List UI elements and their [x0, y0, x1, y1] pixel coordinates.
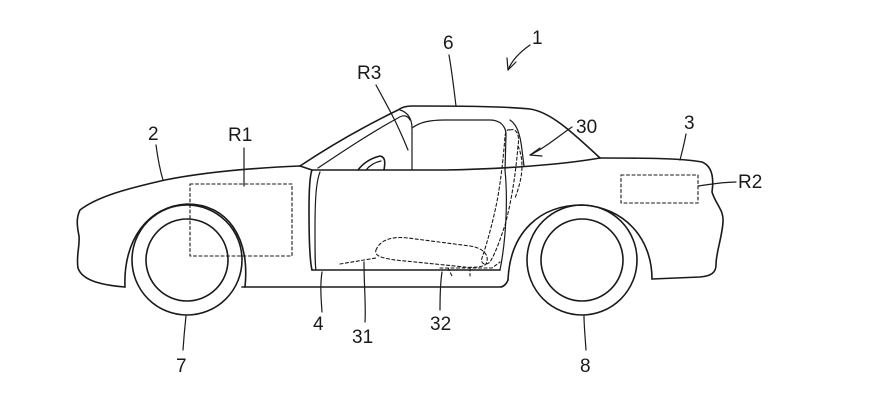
rear-wheel: [526, 204, 638, 316]
door-front-edge-inner: [314, 171, 321, 271]
leader-r2: [697, 181, 737, 187]
front-wheel: [131, 204, 243, 316]
seat-floor-line: [339, 257, 377, 265]
seat-rail-base: [439, 261, 501, 277]
side-window: [411, 119, 507, 171]
label-r2: R2: [738, 172, 762, 193]
region-r1-box: [189, 183, 293, 257]
leader-2: [155, 144, 164, 181]
leader-31: [363, 261, 366, 323]
front-rim: [145, 218, 229, 302]
label-r3: R3: [357, 63, 381, 84]
seat-assembly: [339, 129, 523, 277]
label-30: 30: [576, 117, 597, 138]
label-6: 6: [443, 33, 454, 54]
label-7: 7: [176, 356, 187, 377]
side-mirror-detail: [365, 160, 382, 171]
door-rear-edge: [499, 169, 507, 271]
rear-rim: [540, 218, 624, 302]
front-wheel-arch: [124, 203, 247, 288]
car-body-outline: [76, 157, 724, 288]
leader-32: [439, 271, 443, 311]
front-tire: [131, 204, 243, 316]
leader-3: [679, 133, 687, 161]
door-front-edge: [308, 169, 313, 271]
leader-lines: [155, 44, 737, 351]
region-r2-box: [620, 174, 699, 204]
roof-structure: [299, 105, 601, 171]
label-4: 4: [313, 314, 324, 335]
seat-cushion: [375, 236, 488, 268]
rocker-panel: [241, 279, 509, 288]
leader-6: [448, 54, 457, 107]
a-pillar-frame: [399, 109, 413, 171]
label-r1: R1: [228, 125, 252, 146]
side-mirror: [357, 155, 386, 171]
door: [308, 169, 507, 271]
leader-r3: [375, 84, 409, 151]
seat-belt-anchor: [514, 145, 523, 199]
beltline: [299, 157, 601, 171]
label-31: 31: [352, 327, 373, 348]
label-1: 1: [532, 28, 543, 49]
leader-4: [320, 271, 323, 313]
label-2: 2: [148, 124, 159, 145]
leader-8: [583, 315, 587, 351]
rear-tire: [526, 204, 638, 316]
leader-30-arrowhead: [529, 147, 543, 157]
label-3: 3: [684, 113, 695, 134]
front-body-outline: [76, 165, 301, 288]
reference-labels: 1 2 3 4 6 7 8 30 31 32 R1 R2 R3: [148, 28, 762, 377]
leader-1-arrowhead: [506, 57, 517, 71]
rear-roof-pillar: [509, 119, 525, 167]
leader-1-arrow: [507, 44, 531, 71]
label-32: 32: [430, 314, 451, 335]
leader-7: [182, 315, 187, 351]
seat-back: [481, 129, 520, 265]
roof-outline: [299, 105, 601, 167]
label-8: 8: [580, 356, 591, 377]
a-pillar-inner: [317, 115, 411, 169]
